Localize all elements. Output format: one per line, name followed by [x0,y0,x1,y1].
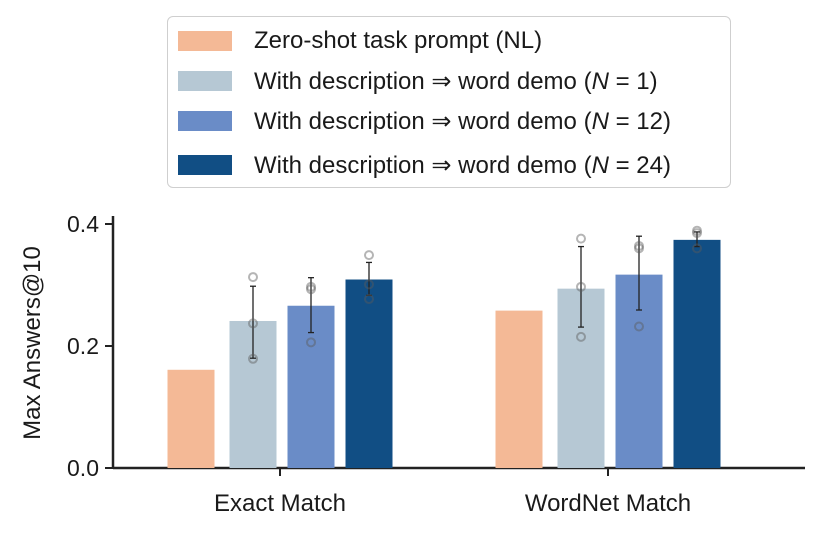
data-point [634,240,644,251]
legend: Zero-shot task prompt (NL) With descript… [167,16,731,188]
legend-swatch [178,155,232,175]
legend-item-n1: With description ⇒ word demo (N = 1) [178,66,658,96]
data-point [364,294,374,305]
data-point [692,243,702,254]
data-point [248,272,258,283]
data-point [576,331,586,342]
data-point [692,228,702,239]
data-point [576,281,586,292]
y-axis-label: Max Answers@10 [19,246,46,440]
data-point [634,321,644,332]
legend-item-n24: With description ⇒ word demo (N = 24) [178,150,671,180]
legend-label: Zero-shot task prompt (NL) [254,27,543,54]
data-point [248,318,258,329]
data-point [576,233,586,244]
legend-swatch [178,31,232,51]
bar [345,279,393,468]
x-tick-label: WordNet Match [525,490,691,517]
legend-swatch [178,111,232,131]
bar [673,239,721,468]
bar [495,310,543,468]
data-point [306,284,316,295]
legend-label: With description ⇒ word demo (N = 12) [254,107,671,135]
y-tick-label: 0.0 [67,455,99,481]
bar [167,369,215,468]
y-tick-label: 0.2 [67,333,99,359]
legend-item-zero-shot: Zero-shot task prompt (NL) [178,26,542,56]
data-point [692,225,702,236]
data-point [634,243,644,254]
legend-swatch [178,71,232,91]
legend-label: With description ⇒ word demo (N = 24) [254,151,671,179]
data-point [248,353,258,364]
data-point [306,281,316,292]
data-point [306,337,316,348]
y-tick-label: 0.4 [67,211,99,237]
legend-label: With description ⇒ word demo (N = 1) [254,67,658,95]
legend-item-n12: With description ⇒ word demo (N = 12) [178,106,671,136]
data-point [364,279,374,290]
data-point [364,250,374,261]
x-tick-label: Exact Match [214,490,346,517]
